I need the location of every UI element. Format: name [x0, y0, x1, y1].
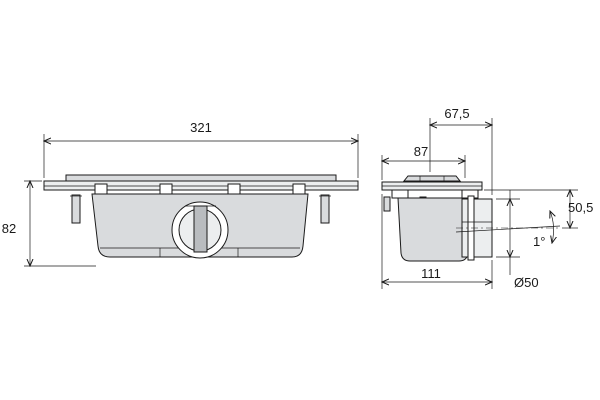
- dim-label-slope: 1°: [533, 234, 545, 249]
- dim-label-111: 111: [421, 266, 441, 281]
- front-grate: [65, 174, 337, 182]
- side-view: [381, 175, 561, 262]
- dim-outlet-height: 50,5: [484, 190, 593, 228]
- dim-side-total: 111: [382, 194, 492, 289]
- dim-label-diameter: Ø50: [514, 275, 539, 290]
- side-drain-body: [397, 197, 471, 262]
- dim-front-height: 82: [2, 181, 96, 266]
- dim-label-82: 82: [2, 221, 16, 236]
- dim-outlet-diameter: Ø50: [496, 190, 539, 290]
- dim-label-67-5: 67,5: [444, 106, 469, 121]
- dim-label-87: 87: [414, 144, 428, 159]
- front-feet: [70, 194, 331, 224]
- dim-slope: 1°: [533, 211, 554, 249]
- dim-label-50-5: 50,5: [568, 200, 593, 215]
- front-top-plate: [43, 180, 359, 191]
- front-view: [43, 174, 359, 259]
- dim-label-321: 321: [190, 120, 212, 135]
- dim-front-width: 321: [44, 120, 358, 178]
- dim-side-plate: 87: [382, 144, 465, 180]
